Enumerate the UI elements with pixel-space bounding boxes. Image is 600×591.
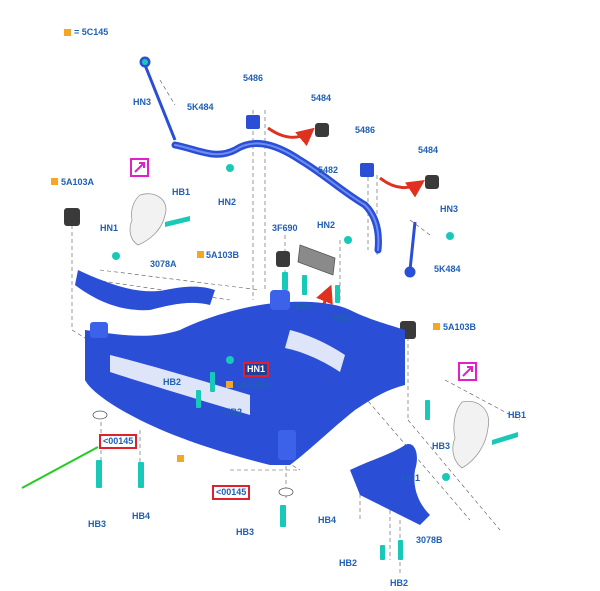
marker-5a103a-mid — [226, 381, 233, 388]
bracket-icon-left — [130, 158, 149, 177]
marker-5a103a-top — [51, 178, 58, 185]
label-5k484-top: 5K484 — [187, 102, 214, 112]
label-5484-top: 5484 — [311, 93, 332, 103]
marker-frame — [177, 455, 184, 462]
label-3078b: 3078B — [416, 535, 443, 545]
label-3f690: 3F690 — [272, 223, 298, 233]
label-hb4-left: HB4 — [132, 511, 151, 521]
label-hn1-left: HN1 — [100, 223, 119, 233]
label-5a103a-mid: 5A103A — [236, 380, 270, 390]
label-3078a: 3078A — [150, 259, 177, 269]
steering-knuckles — [129, 193, 490, 469]
label-5a103b-right: 5A103B — [443, 322, 477, 332]
label-5486-top: 5486 — [243, 73, 264, 83]
label-hn1-right: HN1 — [402, 473, 421, 483]
legend-swatch — [64, 29, 71, 36]
label-hb2-b: HB2 — [224, 407, 243, 417]
label-hb2-bottom-b: HB2 — [390, 578, 409, 588]
label-hn2-left: HN2 — [218, 197, 237, 207]
marker-5a103b-top — [197, 251, 204, 258]
subframe — [85, 290, 405, 465]
fasteners — [96, 59, 518, 560]
legend-text: = 5C145 — [74, 27, 109, 37]
label-hb5-right: HB5 — [333, 313, 352, 323]
label-hb1-left: HB1 — [172, 187, 191, 197]
green-pointer — [21, 446, 99, 489]
label-hb2-bottom-a: HB2 — [339, 558, 358, 568]
label-hb3-right: HB3 — [432, 441, 451, 451]
control-arms — [75, 270, 430, 525]
marker-5a103b-right — [433, 323, 440, 330]
ref-callout-left[interactable]: <00145 — [99, 434, 138, 449]
label-hn3-top-left: HN3 — [133, 97, 152, 107]
bracket-icon-right — [458, 362, 477, 381]
ref-callout-mid[interactable]: HN1 — [243, 362, 270, 377]
stabilizer-bar — [171, 115, 382, 254]
label-hb3-left: HB3 — [88, 519, 107, 529]
label-5482: 5482 — [318, 165, 339, 175]
label-hn3-right: HN3 — [440, 204, 459, 214]
label-hb1-right: HB1 — [508, 410, 527, 420]
label-5486-right: 5486 — [355, 125, 376, 135]
label-5a103b-top: 5A103B — [206, 250, 240, 260]
label-hb4-right: HB4 — [318, 515, 337, 525]
mount-bracket — [297, 244, 336, 276]
label-hb3-bottom: HB3 — [236, 527, 255, 537]
ref-callout-bottom[interactable]: <00145 — [212, 485, 251, 500]
label-5a103a-top: 5A103A — [61, 177, 95, 187]
label-hb5-left: HB5 — [295, 302, 314, 312]
washers — [92, 410, 294, 497]
label-5484-right: 5484 — [418, 145, 439, 155]
label-hb2-a: HB2 — [163, 377, 182, 387]
label-hn2-right: HN2 — [317, 220, 336, 230]
label-5k484-right: 5K484 — [434, 264, 461, 274]
